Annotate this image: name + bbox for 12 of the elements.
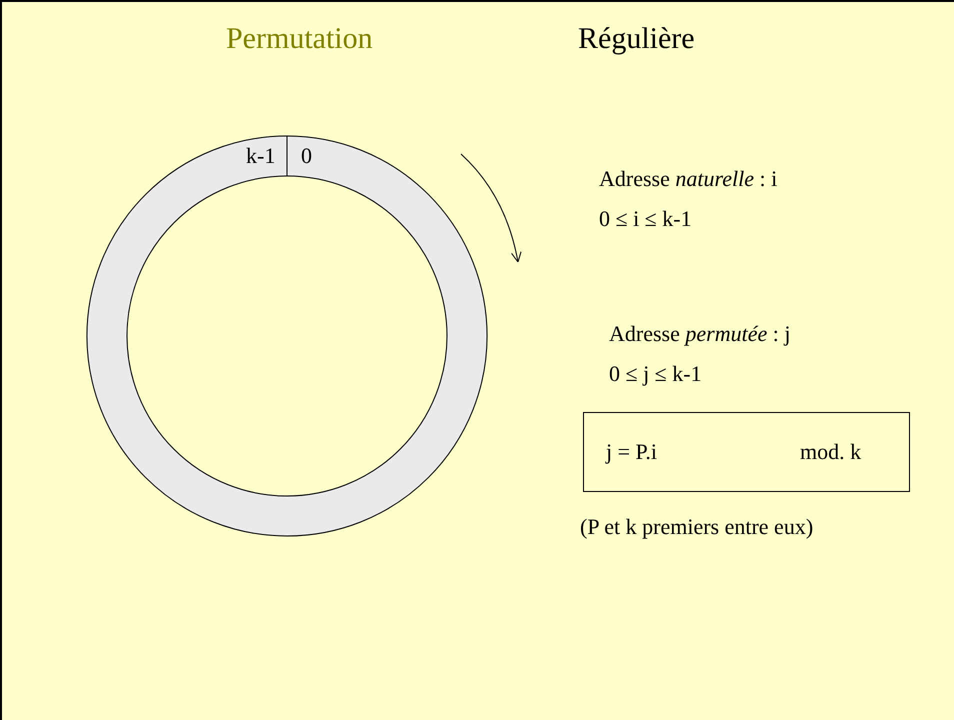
range-text: 0 ≤ i ≤ k-1 <box>599 208 692 230</box>
range-text: 0 ≤ j ≤ k-1 <box>609 363 702 385</box>
formula-box <box>583 412 910 492</box>
address-text: Adresse naturelle : i <box>599 168 778 190</box>
subtitle: Régulière <box>578 24 695 54</box>
address-text: Adresse permutée : j <box>609 323 790 345</box>
note-text: (P et k premiers entre eux) <box>580 516 814 538</box>
slide-title: Permutation <box>226 24 373 54</box>
formula-text: mod. k <box>800 441 862 463</box>
cell-number: 0 <box>301 145 312 167</box>
formula-text: j = P.i <box>606 441 657 463</box>
cell-number: k-1 <box>246 145 276 167</box>
